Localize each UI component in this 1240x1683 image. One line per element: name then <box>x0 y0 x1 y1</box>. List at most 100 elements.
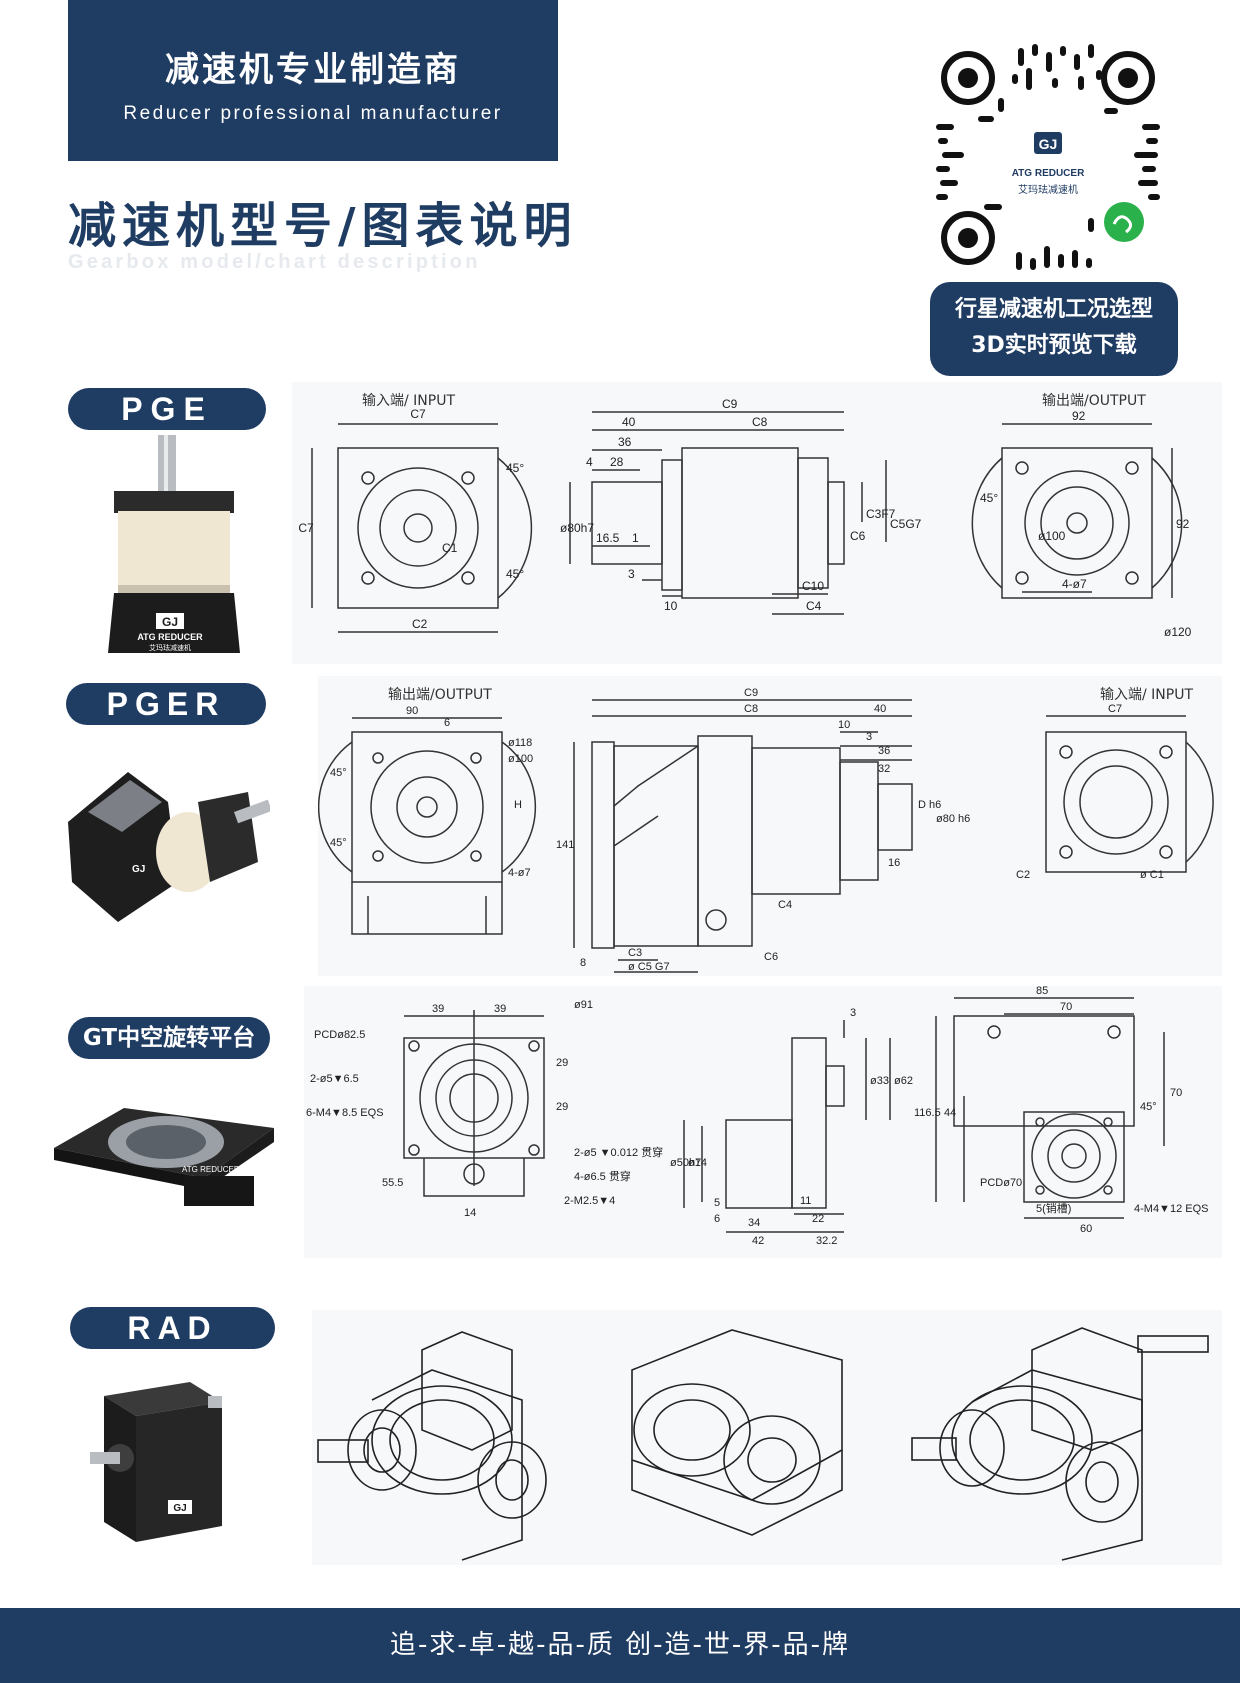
qr-code[interactable]: GJ ATG REDUCER 艾玛珐减速机 <box>928 38 1168 278</box>
pge-dim-45-c: 45° <box>980 491 998 505</box>
pger-dim-32: 32 <box>878 763 890 775</box>
gt-dim-70-top: 70 <box>1060 1001 1072 1013</box>
rad-view-2 <box>631 1329 843 1536</box>
pger-dim-c3: C3 <box>628 947 642 959</box>
qr-badge-line1: 行星减速机工况选型 <box>954 297 1153 322</box>
pge-dim-d80: ø80h7 <box>560 521 594 535</box>
qr-badge[interactable]: 行星减速机工况选型 3D实时预览下载 <box>930 282 1178 376</box>
pge-dim-c8: C8 <box>752 415 768 429</box>
pger-dim-c6: C6 <box>764 951 778 963</box>
gt-dim-d62: ø62 <box>894 1075 913 1087</box>
svg-text:ATG REDUCER: ATG REDUCER <box>137 632 203 642</box>
gt-dim-3: 3 <box>850 1007 856 1019</box>
pger-dim-d118: ø118 <box>508 737 532 749</box>
pge-dim-45-b: 45° <box>506 567 524 581</box>
pge-dim-3: 3 <box>628 567 635 581</box>
pger-dim-10: 10 <box>838 719 850 731</box>
gt-dim-45: 45° <box>1140 1101 1157 1113</box>
pge-drawing-panel: 输入端/ INPUT 输出端/OUTPUT <box>292 382 1222 664</box>
pger-output-label: 输出端/OUTPUT <box>388 687 492 703</box>
pge-dim-10: 10 <box>664 599 678 613</box>
pge-product-photo: GJ ATG REDUCER 艾玛珐减速机 <box>100 435 250 657</box>
pger-dim-dh6: D h6 <box>918 799 941 811</box>
pger-dim-c2: C2 <box>1016 869 1030 881</box>
pge-dim-c9: C9 <box>722 397 738 411</box>
pger-dim-c8: C8 <box>744 703 758 715</box>
pger-dim-c7: C7 <box>1108 703 1122 715</box>
gt-dim-pcd70: PCDø70 <box>980 1177 1022 1189</box>
qr-code-graphic: GJ <box>936 44 1160 270</box>
pger-dim-c5: ø C5 G7 <box>628 961 670 973</box>
gt-dim-6-m4: 6-M4▼8.5 EQS <box>306 1107 384 1119</box>
footer-slogan-bar: 追-求-卓-越-品-质 创-造-世-界-品-牌 <box>0 1608 1240 1683</box>
rad-product-photo: GJ <box>90 1376 230 1544</box>
qr-logo-sub: 艾玛珐减速机 <box>1018 185 1078 196</box>
pger-dim-d80: ø80 h6 <box>936 813 970 825</box>
gt-dim-85: 85 <box>1036 986 1048 997</box>
gt-dim-d14: ø14 <box>688 1157 707 1169</box>
pger-drawing-panel: 输出端/OUTPUT 输入端/ INPUT <box>317 676 1222 976</box>
gt-dim-4-d6-5: 4-ø6.5 贯穿 <box>574 1169 631 1183</box>
footer-slogan: 追-求-卓-越-品-质 创-造-世-界-品-牌 <box>389 1630 851 1660</box>
gt-dim-2-d5: 2-ø5▼6.5 <box>310 1073 359 1085</box>
pger-dim-16: 16 <box>888 857 900 869</box>
gt-drawing-panel: 39 39 ø91 PCDø82.5 2-ø5▼6.5 6-M4▼8.5 EQS… <box>304 985 1222 1258</box>
pge-dim-45-a: 45° <box>506 461 524 475</box>
header-title-en: Reducer professional manufacturer <box>123 103 503 124</box>
page-title: 减速机型号/图表说明 <box>68 198 578 254</box>
pger-dim-4-d7: 4-ø7 <box>508 867 531 879</box>
gt-dim-2-d5-thru: 2-ø5 ▼0.012 贯穿 <box>574 1145 663 1159</box>
wechat-mini-program-icon <box>1104 202 1144 242</box>
gt-dim-34: 34 <box>748 1217 760 1229</box>
pge-dim-c6: C6 <box>850 529 866 543</box>
gt-dim-39-a: 39 <box>432 1003 444 1015</box>
gt-dim-29-b: 29 <box>556 1101 568 1113</box>
pger-dim-8: 8 <box>580 957 586 969</box>
gt-dim-44: 44 <box>944 1107 956 1119</box>
pge-dim-c10: C10 <box>802 579 824 593</box>
pger-dim-c1: ø C1 <box>1140 869 1164 881</box>
gt-dim-5: 5 <box>714 1197 720 1209</box>
pger-dim-45-a: 45° <box>330 767 347 779</box>
pger-dim-36: 36 <box>878 745 890 757</box>
pger-technical-drawing: 90 6 ø118 ø100 H 45° 45° 4-ø7 C9 C8 40 1… <box>317 687 1214 973</box>
pge-dim-d120: ø120 <box>1164 625 1192 639</box>
gt-dim-42: 42 <box>752 1235 764 1247</box>
gt-dim-116-5: 116.5 <box>914 1107 941 1119</box>
gt-dim-60: 60 <box>1080 1223 1092 1235</box>
pge-dim-c1: C1 <box>442 541 458 555</box>
pger-dim-40: 40 <box>874 703 886 715</box>
header-title-cn: 减速机专业制造商 <box>165 50 461 90</box>
svg-text:ATG REDUCER: ATG REDUCER <box>182 1165 240 1174</box>
pger-dim-h: H <box>514 799 522 811</box>
pge-dim-1: 1 <box>632 531 639 545</box>
pge-dim-c5: C5G7 <box>890 517 922 531</box>
rad-view-3 <box>911 1327 1209 1561</box>
pge-dim-16-5: 16.5 <box>596 531 620 545</box>
pge-dim-4-d7: 4-ø7 <box>1062 577 1087 591</box>
rad-technical-drawing <box>317 1327 1209 1561</box>
gt-dim-4-m4: 4-M4▼12 EQS <box>1134 1203 1208 1215</box>
gt-dim-22: 22 <box>812 1213 824 1225</box>
pge-dim-36: 36 <box>618 435 632 449</box>
pger-dim-c4: C4 <box>778 899 792 911</box>
pge-output-label: 输出端/OUTPUT <box>1042 393 1146 409</box>
rad-drawing-panel <box>312 1310 1222 1565</box>
gt-technical-drawing: 39 39 ø91 PCDø82.5 2-ø5▼6.5 6-M4▼8.5 EQS… <box>306 985 1208 1247</box>
pger-dim-d100: ø100 <box>508 753 533 765</box>
pge-dim-92-top: 92 <box>1072 409 1086 423</box>
pger-product-photo: GJ <box>58 762 272 928</box>
model-pill-pge: PGE <box>68 388 266 430</box>
svg-text:GJ: GJ <box>1039 136 1058 152</box>
gt-dim-2-m2-5: 2-M2.5▼4 <box>564 1195 615 1207</box>
pge-dim-40: 40 <box>622 415 636 429</box>
pger-dim-90: 90 <box>406 705 418 717</box>
pger-dim-3: 3 <box>866 731 872 743</box>
gt-dim-d50: ø50h7 <box>670 1157 701 1169</box>
gt-dim-5-pin: 5(销槽) <box>1036 1201 1071 1215</box>
pge-dim-92-side: 92 <box>1176 517 1190 531</box>
rad-view-1 <box>317 1331 547 1561</box>
svg-text:GJ: GJ <box>162 615 178 629</box>
pge-dim-28: 28 <box>610 455 624 469</box>
svg-text:GJ: GJ <box>132 864 145 875</box>
